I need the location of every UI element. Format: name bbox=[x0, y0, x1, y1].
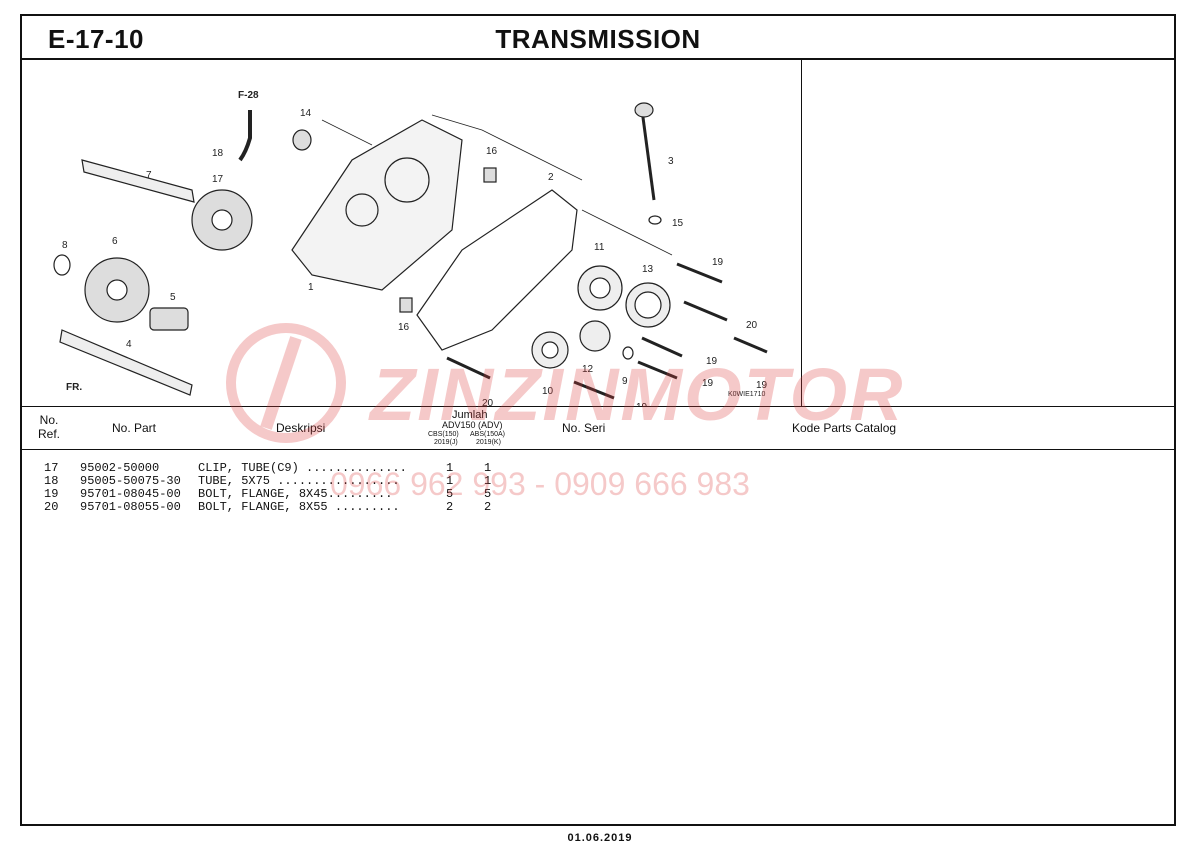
col-no-seri: No. Seri bbox=[562, 421, 606, 435]
part-no-cell: 95701-08045-00 bbox=[80, 487, 181, 501]
shaft-4 bbox=[59, 329, 193, 396]
tube-18 bbox=[238, 110, 252, 162]
callout-19b: 19 bbox=[756, 380, 768, 391]
qty1-cell: 1 bbox=[446, 474, 454, 488]
callout-19e: 19 bbox=[636, 402, 648, 406]
callout-14: 14 bbox=[300, 108, 312, 119]
bearing-12 bbox=[579, 320, 611, 352]
col-no-ref: No. Ref. bbox=[38, 413, 60, 441]
gear-5 bbox=[149, 307, 189, 331]
part-no-cell: 95701-08055-00 bbox=[80, 500, 181, 514]
washer-8 bbox=[53, 254, 71, 276]
parts-table-header: No. Ref. No. Part Deskripsi Jumlah ADV15… bbox=[22, 406, 1174, 450]
dowel-pin-16b bbox=[399, 297, 413, 313]
diagram-code: E-17-10 bbox=[48, 24, 144, 54]
callout-19c: 19 bbox=[706, 356, 718, 367]
col-kode: Kode Parts Catalog bbox=[792, 421, 897, 435]
desc-cell: BOLT, FLANGE, 8X55 ......... bbox=[198, 500, 400, 514]
callout-1: 1 bbox=[308, 282, 314, 293]
watermark-logo-icon bbox=[226, 323, 346, 443]
callout-10: 10 bbox=[542, 386, 554, 397]
qty2-cell: 1 bbox=[484, 461, 492, 475]
col-cbs: CBS(150) bbox=[428, 431, 459, 438]
watermark-brand: ZINZINMOTOR bbox=[370, 353, 905, 436]
washer-15 bbox=[648, 215, 662, 225]
col-abs: ABS(150A) bbox=[470, 431, 506, 438]
bolt-19b bbox=[733, 336, 768, 354]
diagram-drawing: 7 6 8 5 4 1 2 3 14 15 16 16 17 18 F-28 1… bbox=[53, 90, 768, 406]
table-row: 17 95002-50000 CLIP, TUBE(C9) ..........… bbox=[22, 462, 1174, 475]
gasket-2 bbox=[416, 189, 578, 351]
table-row: 19 95701-08045-00 BOLT, FLANGE, 8X45....… bbox=[22, 488, 1174, 501]
f28-reference: F-28 bbox=[238, 90, 259, 101]
col-jumlah: Jumlah bbox=[452, 409, 488, 421]
callout-3: 3 bbox=[668, 156, 674, 167]
callout-4: 4 bbox=[126, 339, 132, 350]
desc-cell: TUBE, 5X75 ................. bbox=[198, 474, 400, 488]
callout-13: 13 bbox=[642, 264, 654, 275]
washer-9 bbox=[622, 346, 634, 360]
dipstick-3 bbox=[640, 109, 656, 201]
bolt-20a bbox=[683, 300, 728, 322]
bolt-19e bbox=[573, 380, 615, 400]
page-frame: E-17-10 TRANSMISSION bbox=[20, 14, 1176, 826]
watermark-phone: 0966 962 993 - 0909 666 983 bbox=[330, 466, 750, 502]
callout-5: 5 bbox=[170, 292, 176, 303]
bolt-19a bbox=[676, 262, 723, 284]
callout-2: 2 bbox=[548, 172, 554, 183]
bolt-19c bbox=[641, 336, 683, 358]
bolt-20b bbox=[446, 356, 491, 380]
page-title: TRANSMISSION bbox=[495, 24, 701, 54]
ref-cell: 17 bbox=[44, 461, 59, 475]
callout-9: 9 bbox=[622, 376, 628, 387]
countershaft-7 bbox=[81, 159, 195, 203]
qty1-cell: 5 bbox=[446, 487, 454, 501]
callout-16a: 16 bbox=[486, 146, 498, 157]
col-no-ref-label: No. Ref. bbox=[38, 413, 61, 441]
qty2-cell: 1 bbox=[484, 474, 492, 488]
oil-seal-14 bbox=[292, 129, 312, 151]
qty2-cell: 2 bbox=[484, 500, 492, 514]
callout-11: 11 bbox=[594, 242, 605, 253]
callout-15: 15 bbox=[672, 218, 684, 229]
part-no-cell: 95005-50075-30 bbox=[80, 474, 181, 488]
page-header: E-17-10 TRANSMISSION bbox=[22, 16, 1174, 60]
front-arrow: FR. bbox=[66, 382, 82, 393]
callout-19a: 19 bbox=[712, 257, 724, 268]
callout-6: 6 bbox=[112, 236, 118, 247]
ref-cell: 18 bbox=[44, 474, 59, 488]
qty2-cell: 5 bbox=[484, 487, 492, 501]
desc-cell: CLIP, TUBE(C9) .............. bbox=[198, 461, 407, 475]
qty1-cell: 2 bbox=[446, 500, 454, 514]
callout-16b: 16 bbox=[398, 322, 410, 333]
callout-17: 17 bbox=[212, 174, 224, 185]
callout-19d: 19 bbox=[702, 378, 714, 389]
ref-cell: 20 bbox=[44, 500, 59, 514]
part-no-cell: 95002-50000 bbox=[80, 461, 160, 475]
ref-cell: 19 bbox=[44, 487, 59, 501]
footer-date: 01.06.2019 bbox=[567, 832, 633, 844]
callout-20a: 20 bbox=[746, 320, 758, 331]
col-cbs-year: 2019(J) bbox=[434, 439, 458, 446]
col-abs-year: 2019(K) bbox=[476, 439, 501, 446]
exploded-diagram: 7 6 8 5 4 1 2 3 14 15 16 16 17 18 F-28 1… bbox=[22, 60, 802, 406]
callout-20b: 20 bbox=[482, 398, 494, 406]
callout-7: 7 bbox=[146, 170, 152, 181]
col-jumlah-model: ADV150 (ADV) bbox=[442, 420, 503, 430]
qty1-cell: 1 bbox=[446, 461, 454, 475]
col-deskripsi: Deskripsi bbox=[276, 421, 326, 435]
bolt-19d bbox=[637, 360, 678, 380]
callout-12: 12 bbox=[582, 364, 594, 375]
callout-18: 18 bbox=[212, 148, 224, 159]
table-row: 20 95701-08055-00 BOLT, FLANGE, 8X55 ...… bbox=[22, 501, 1174, 514]
desc-cell: BOLT, FLANGE, 8X45......... bbox=[198, 487, 393, 501]
callout-8: 8 bbox=[62, 240, 68, 251]
parts-list: 17 95002-50000 CLIP, TUBE(C9) ..........… bbox=[22, 462, 1174, 514]
figure-code: K0WIE1710 bbox=[728, 391, 765, 398]
col-no-part: No. Part bbox=[112, 421, 157, 435]
dowel-pin-16a bbox=[483, 167, 497, 183]
table-row: 18 95005-50075-30 TUBE, 5X75 ...........… bbox=[22, 475, 1174, 488]
